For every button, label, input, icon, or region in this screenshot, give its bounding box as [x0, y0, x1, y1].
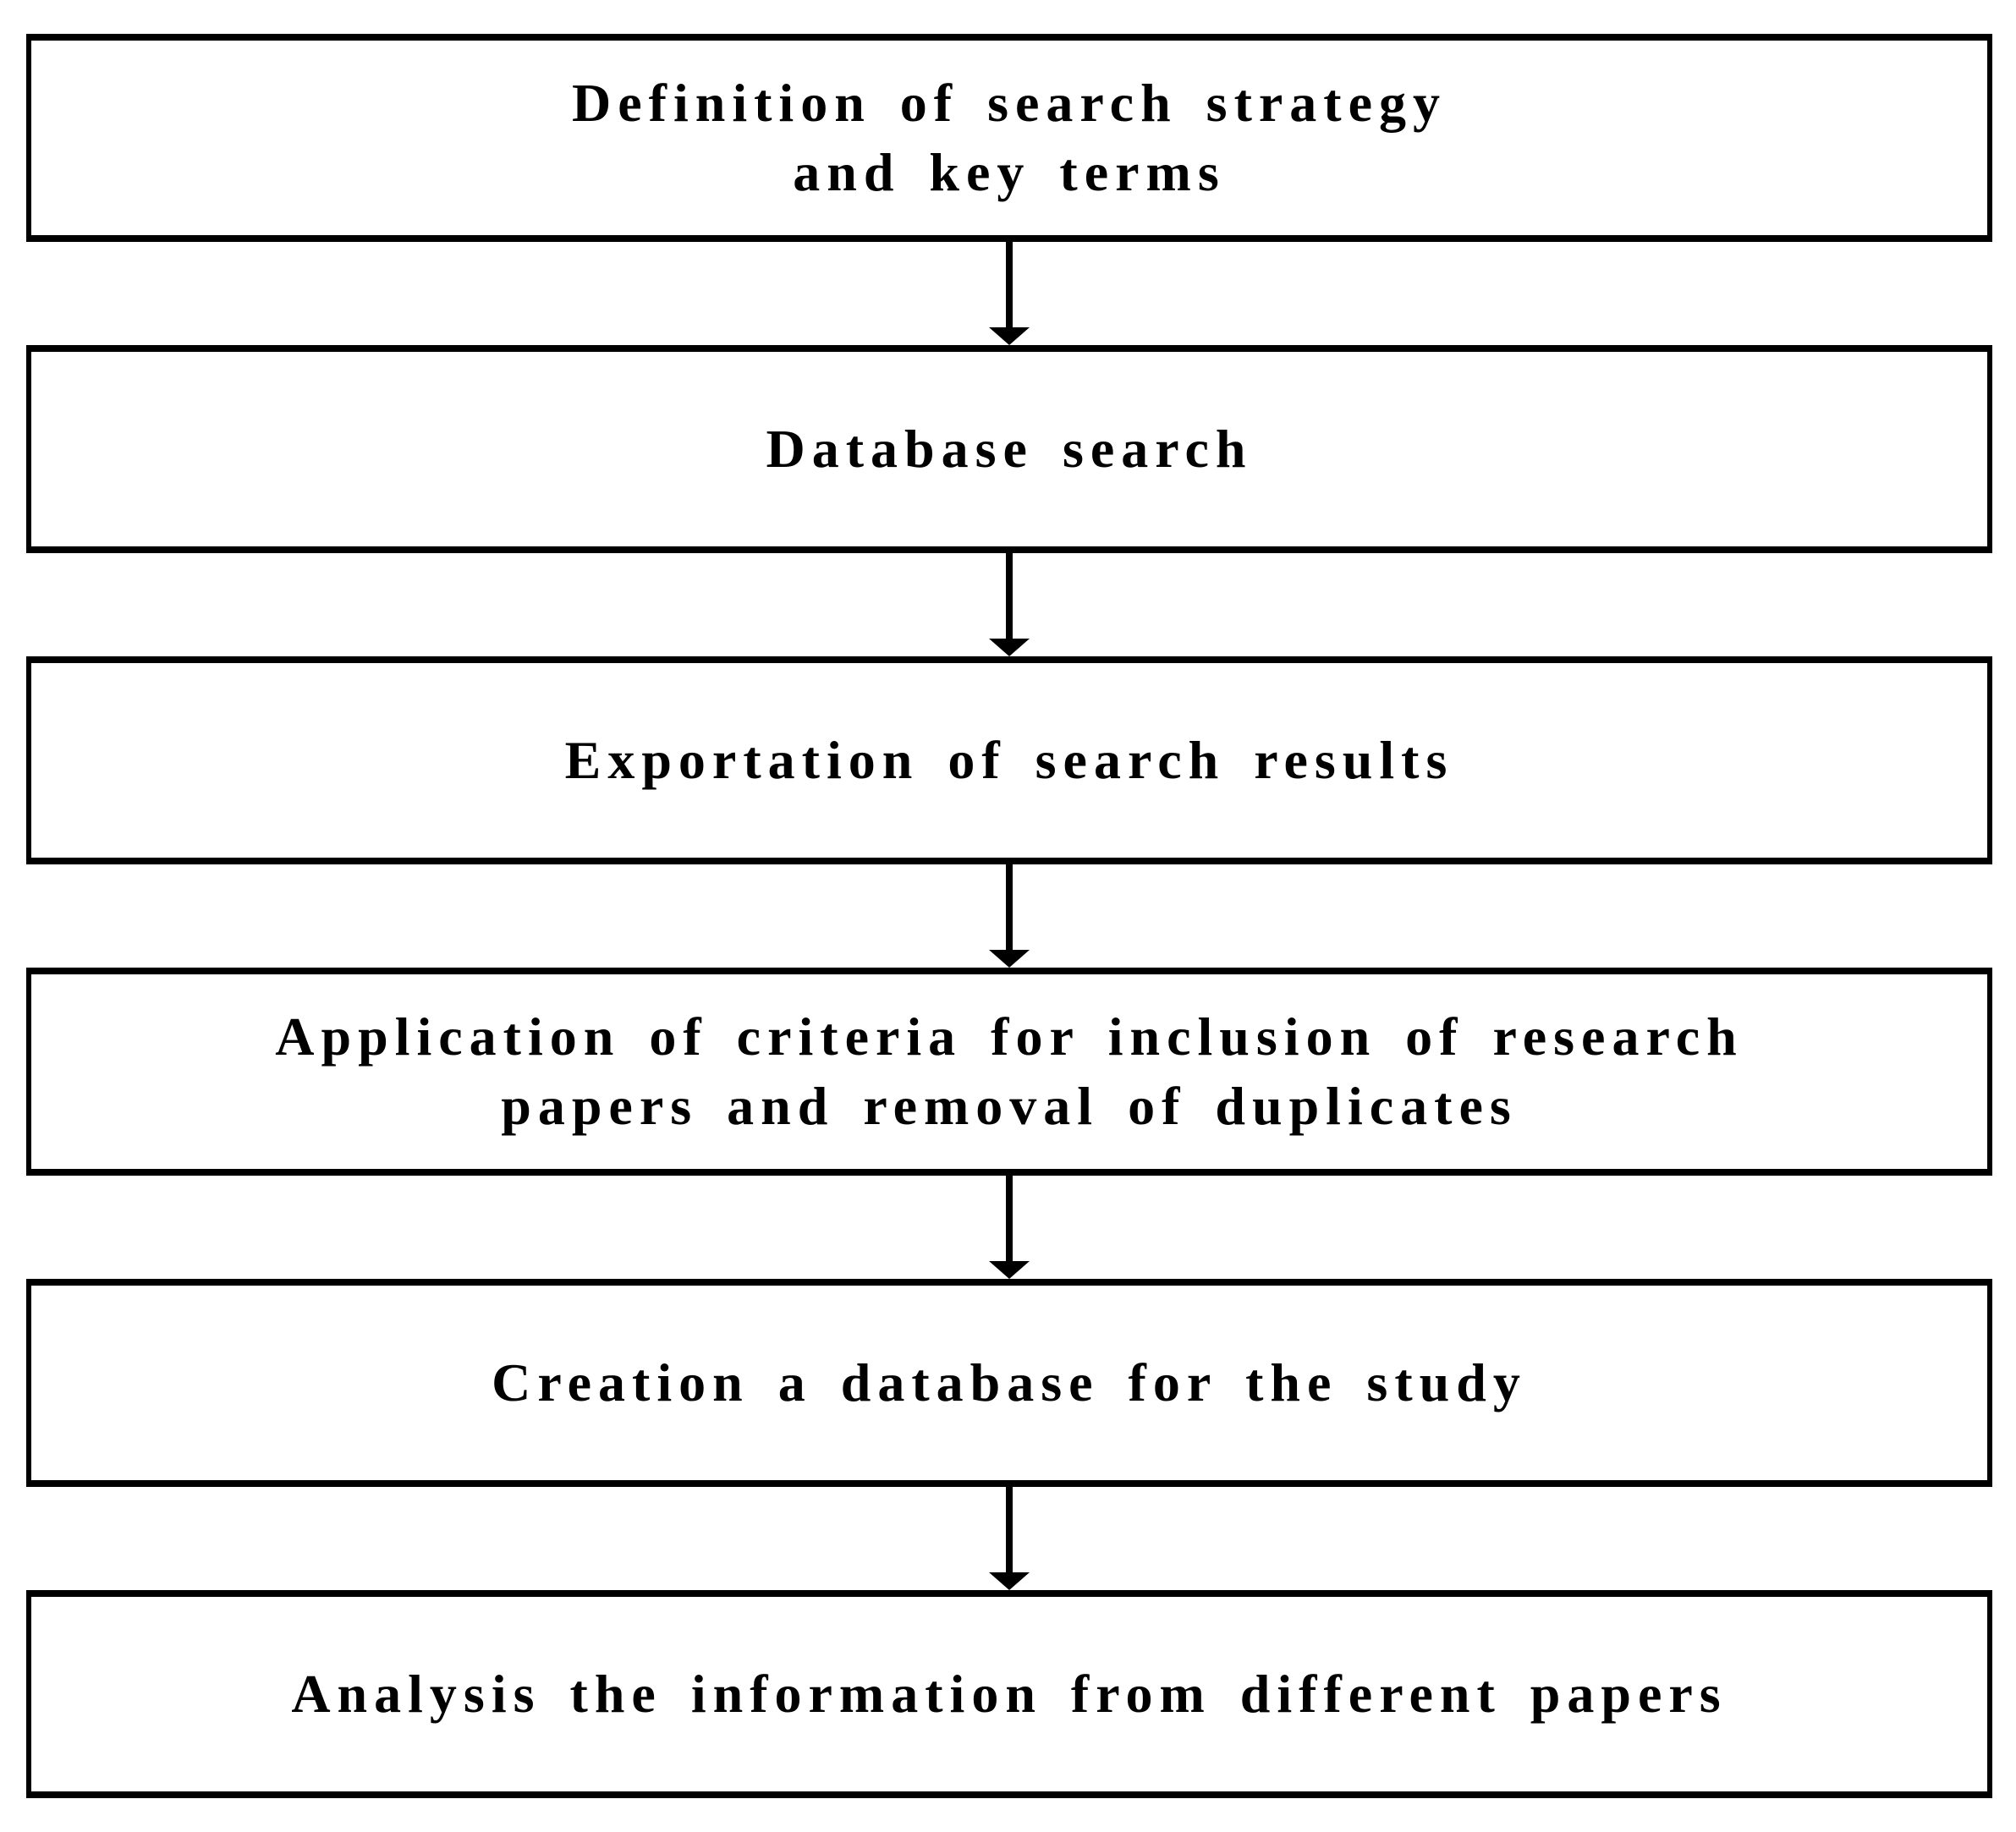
flow-connector-5 [26, 1487, 1992, 1590]
flow-step-label: Definition of search strategy and key te… [572, 73, 1447, 202]
arrow-down-icon [989, 639, 1030, 656]
arrow-shaft [1006, 864, 1013, 952]
arrow-shaft [1006, 242, 1013, 329]
flow-step-label: Exportation of search results [564, 730, 1454, 791]
flow-connector-4 [26, 1176, 1992, 1279]
flow-step-criteria: Application of criteria for inclusion of… [26, 968, 1992, 1176]
flow-step-database-search: Database search [26, 345, 1992, 553]
flow-connector-3 [26, 864, 1992, 968]
arrow-shaft [1006, 1487, 1013, 1574]
flow-connector-2 [26, 553, 1992, 656]
flow-step-label: Database search [766, 419, 1253, 480]
flow-step-label: Creation a database for the study [492, 1352, 1527, 1413]
flow-connector-1 [26, 242, 1992, 345]
arrow-down-icon [989, 950, 1030, 968]
flow-step-analysis: Analysis the information from different … [26, 1590, 1992, 1798]
flow-step-exportation: Exportation of search results [26, 656, 1992, 864]
flow-step-creation-database: Creation a database for the study [26, 1279, 1992, 1487]
arrow-shaft [1006, 1176, 1013, 1263]
arrow-down-icon [989, 1261, 1030, 1279]
flow-step-definition: Definition of search strategy and key te… [26, 34, 1992, 242]
flowchart: Definition of search strategy and key te… [26, 34, 1992, 1798]
arrow-down-icon [989, 1572, 1030, 1590]
arrow-down-icon [989, 327, 1030, 345]
arrow-shaft [1006, 553, 1013, 640]
flow-step-label: Application of criteria for inclusion of… [275, 1007, 1744, 1136]
flow-step-label: Analysis the information from different … [291, 1664, 1728, 1725]
